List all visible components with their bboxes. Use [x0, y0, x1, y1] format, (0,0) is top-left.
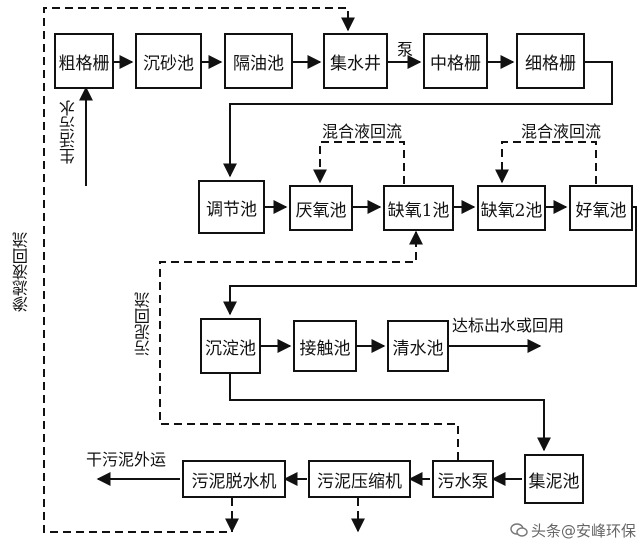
node-equalization-tank: 调节池 [198, 180, 265, 234]
label-sludge-return: 污泥回流 [134, 292, 153, 356]
arrow-sedimentation-to-sludge-collection [229, 374, 551, 452]
mixed-liquor-return-1-line [313, 141, 405, 184]
label-pump: 泵 [397, 40, 414, 59]
node-anoxic-tank-2: 缺氧2池 [477, 185, 546, 231]
mixed-liquor-return-2-line [495, 141, 597, 184]
node-grit-chamber: 沉砂池 [135, 33, 202, 89]
watermark-text: 头条@安峰环保 [531, 522, 637, 540]
label-dry-sludge-out: 干污泥外运 [86, 450, 167, 469]
arrow-aerobic-to-sedimentation [223, 206, 637, 316]
label-leachate-return: 渗滤液回流 [12, 232, 31, 312]
label-domestic-sewage: 生活污水 [59, 100, 78, 164]
node-sedimentation-tank: 沉淀池 [200, 318, 261, 374]
node-sludge-dewatering-machine: 污泥脱水机 [182, 460, 286, 498]
label-effluent: 达标出水或回用 [452, 316, 565, 335]
node-sewage-pump: 污水泵 [432, 460, 494, 498]
node-anaerobic-tank: 厌氧池 [289, 185, 353, 231]
node-medium-screen: 中格栅 [423, 33, 488, 89]
node-contact-tank: 接触池 [293, 320, 357, 372]
node-sump-well: 集水井 [323, 33, 388, 89]
node-coarse-screen: 粗格栅 [54, 33, 114, 89]
node-fine-screen: 细格栅 [516, 33, 585, 89]
node-sludge-thickener: 污泥压缩机 [308, 460, 411, 498]
label-mixed-liquor-return-2: 混合液回流 [521, 122, 602, 141]
node-oil-separator: 隔油池 [224, 33, 293, 89]
label-mixed-liquor-return-1: 混合液回流 [322, 122, 403, 141]
node-anoxic-tank-1: 缺氧1池 [383, 185, 454, 231]
node-sludge-collection-tank: 集泥池 [524, 454, 584, 504]
node-aerobic-tank: 好氧池 [569, 185, 633, 231]
watermark-logo-icon [510, 523, 528, 537]
arrow-fine-to-equalization [223, 61, 613, 178]
sludge-return-line [159, 230, 459, 460]
node-clear-water-tank: 清水池 [387, 320, 449, 372]
